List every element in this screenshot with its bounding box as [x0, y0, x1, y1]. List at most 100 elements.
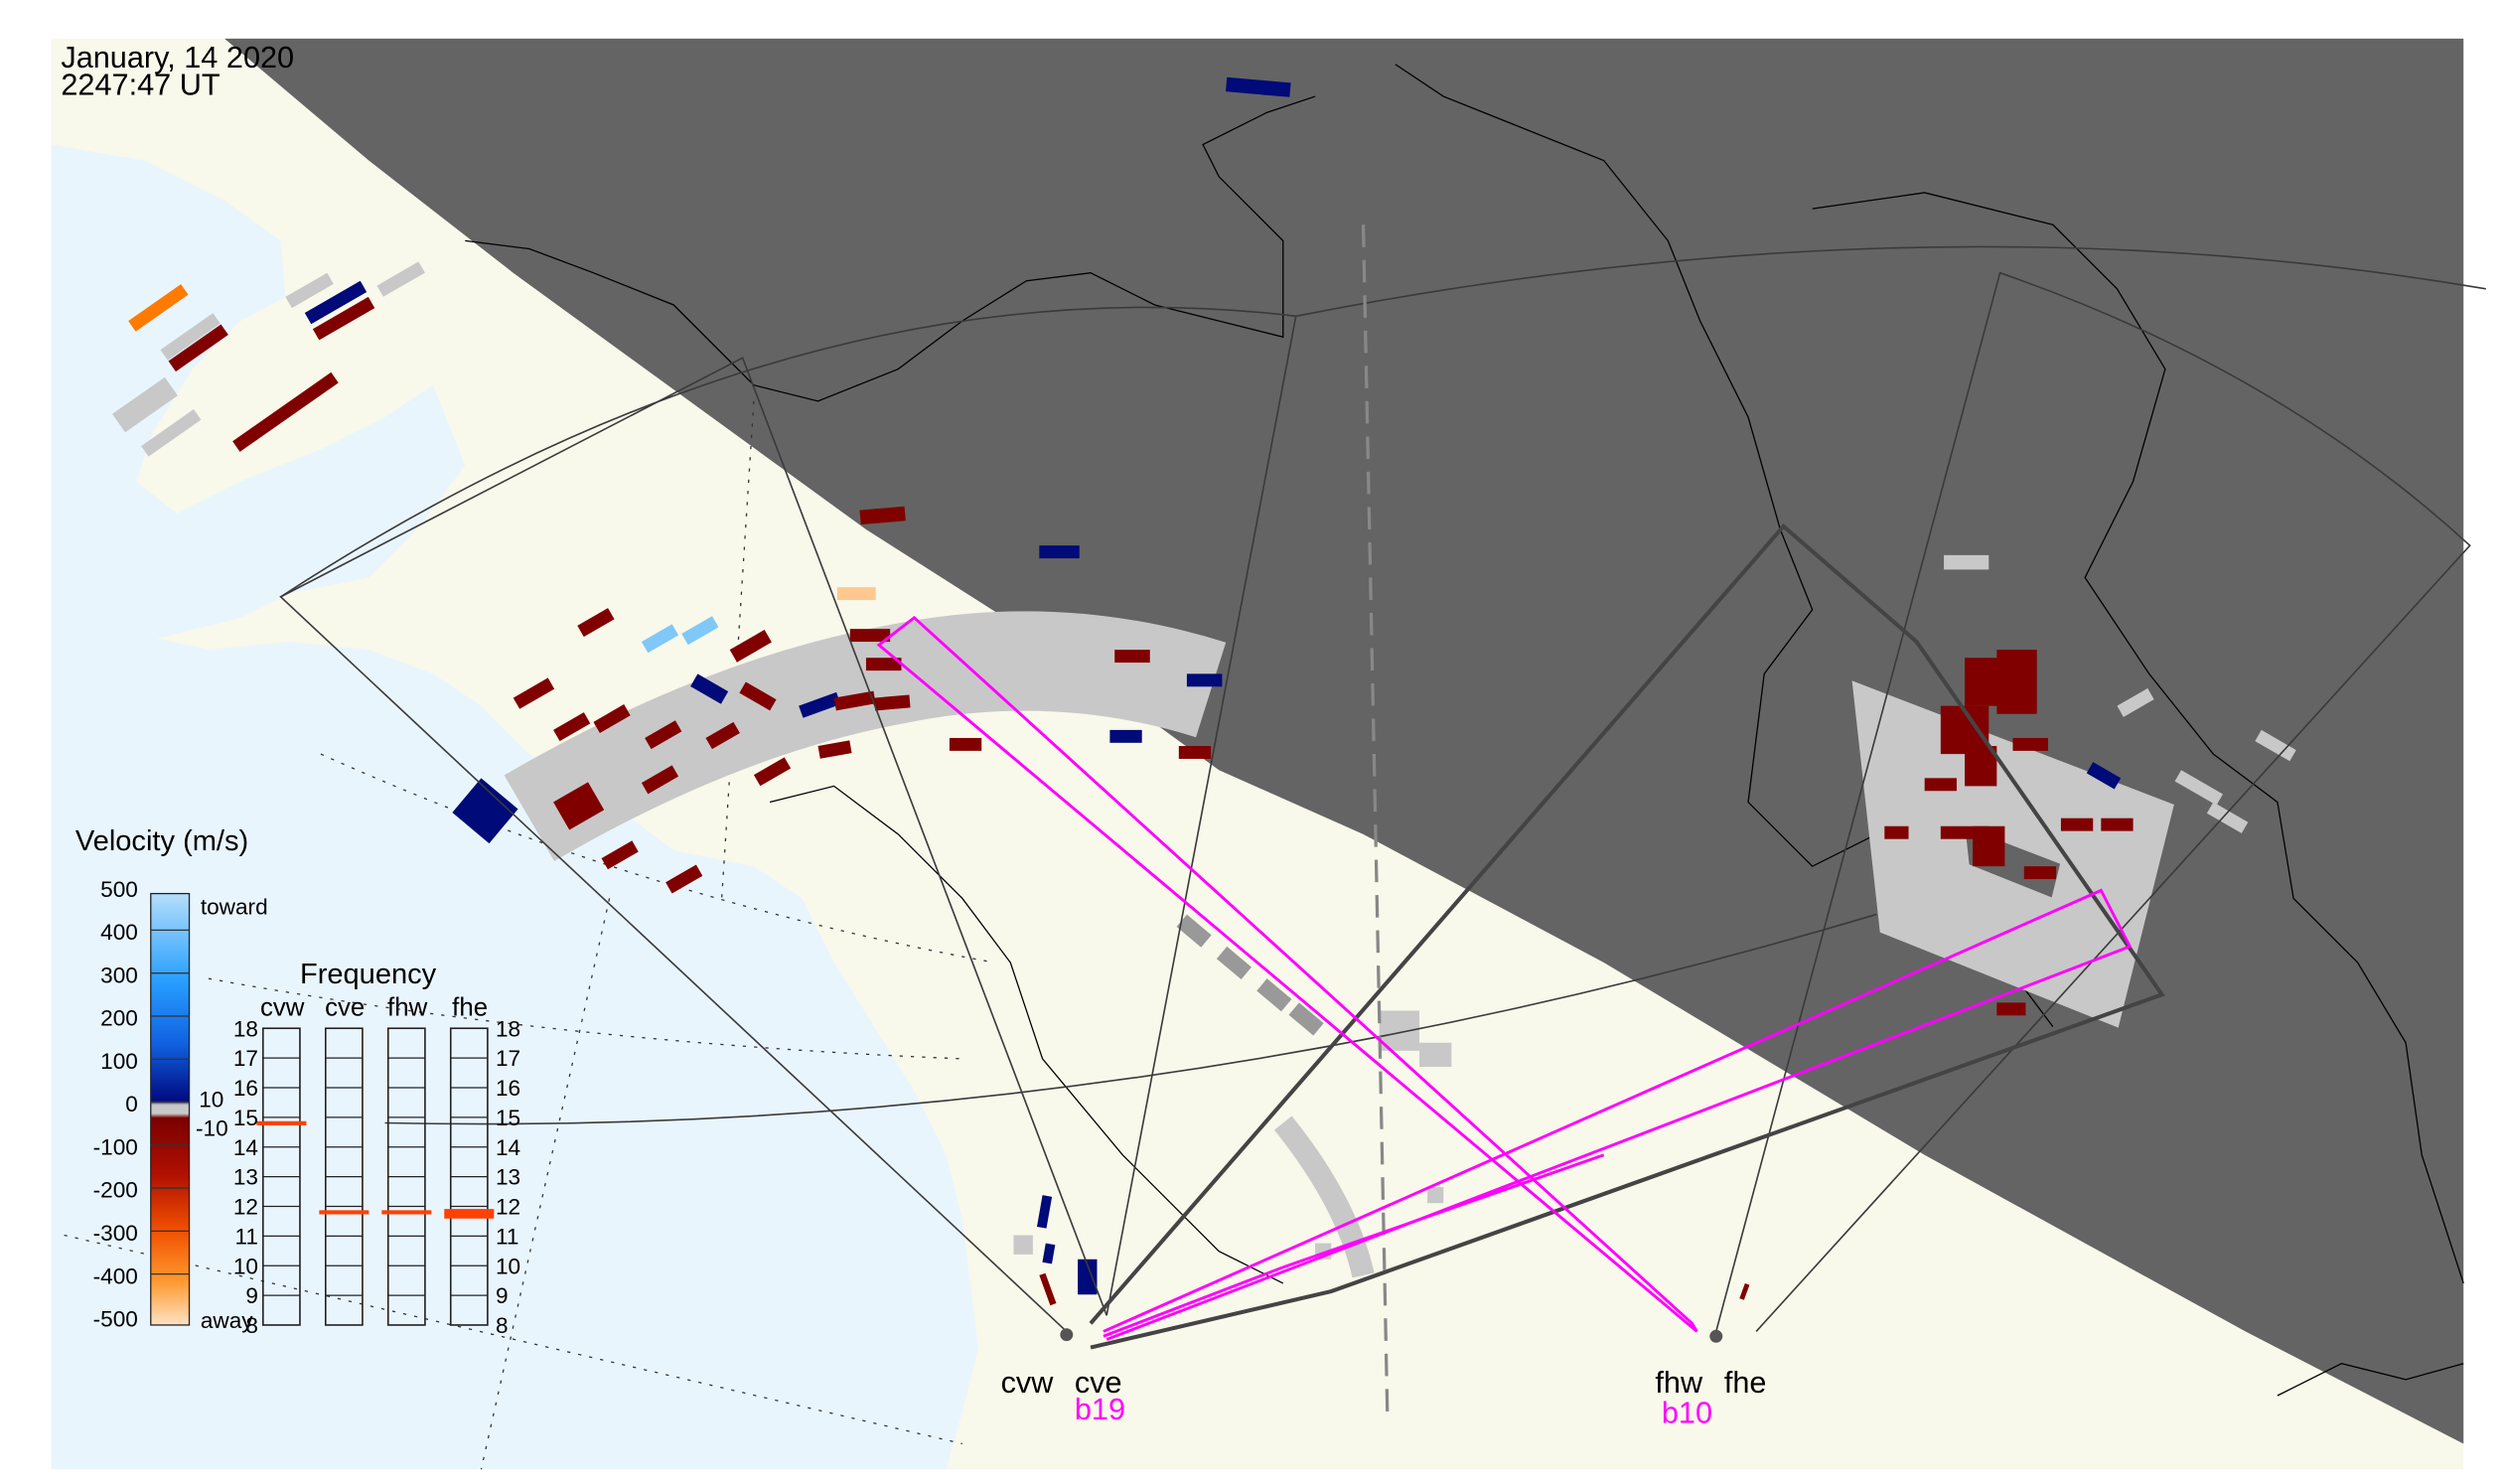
velocity-tick-label: 400 — [100, 920, 138, 945]
scatter-cell — [1996, 650, 2037, 714]
cve-label: cve — [1075, 1365, 1122, 1400]
scatter-cell — [1739, 1282, 1750, 1300]
frequency-tick-right: 11 — [496, 1224, 518, 1249]
frequency-tick-left: 18 — [233, 1016, 258, 1041]
scatter-cell — [160, 313, 221, 361]
scatter-cell — [1924, 778, 1957, 792]
time-label: 2247:47 UT — [61, 67, 221, 101]
night-shadow — [224, 38, 2464, 1444]
radar-fields-of-view — [279, 245, 2486, 1333]
frequency-tick-left: 15 — [233, 1106, 258, 1130]
velocity-tick-label: 0 — [125, 1092, 138, 1116]
velocity-tick-label: -200 — [93, 1178, 138, 1203]
scatter-cell — [1039, 545, 1080, 559]
scatter-cell — [141, 409, 202, 457]
frequency-tick-right: 13 — [496, 1165, 520, 1190]
scatter-cell — [112, 376, 178, 433]
scatter-cell — [232, 371, 339, 452]
velocity-colorbar: Velocity (m/s) 5004003002001000-100-200-… — [75, 825, 268, 1333]
scatter-cell — [874, 694, 911, 711]
scatter-cell — [312, 296, 375, 341]
frequency-tick-right: 17 — [496, 1046, 520, 1071]
scatter-cell — [513, 677, 555, 709]
scatter-cell — [1226, 76, 1291, 97]
scatter-cell — [2255, 729, 2296, 762]
frequency-tick-right: 12 — [496, 1195, 520, 1220]
scatter-cell — [577, 608, 615, 638]
away-label: away — [201, 1308, 253, 1333]
minus-10-label: -10 — [196, 1115, 228, 1140]
scatter-cell — [1186, 673, 1223, 687]
cvw-label: cvw — [1001, 1365, 1055, 1400]
scatter-cell — [452, 778, 518, 844]
scatter-cell — [817, 740, 852, 759]
frequency-radar-label: cve — [325, 993, 365, 1021]
toward-label: toward — [201, 895, 268, 920]
fhw-label: fhw — [1655, 1365, 1703, 1400]
scatter-cell — [705, 721, 740, 750]
scatter-cell — [553, 782, 605, 830]
scatter-cell — [2206, 802, 2249, 833]
scatter-cell — [1176, 914, 1212, 948]
scatter-cell — [1078, 1259, 1098, 1295]
frequency-tick-left: 10 — [233, 1254, 258, 1278]
fh-site-marker — [1709, 1329, 1723, 1343]
velocity-tick-label: 200 — [100, 1006, 138, 1031]
beam-b10 — [876, 615, 1698, 1333]
scatter-cell — [2012, 737, 2049, 751]
frequency-title: Frequency — [300, 959, 437, 990]
frequency-tick-left: 17 — [233, 1046, 258, 1071]
frequency-tick-right: 14 — [496, 1135, 520, 1160]
scatter-cell — [2174, 770, 2224, 806]
velocity-tick-label: -100 — [93, 1134, 138, 1159]
velocity-legend-title: Velocity (m/s) — [75, 825, 248, 857]
scatter-cell — [1216, 946, 1252, 980]
scatter-cell — [553, 712, 591, 742]
scatter-cell — [2023, 866, 2057, 880]
frequency-tick-right: 15 — [496, 1106, 520, 1130]
scatter-cell — [1419, 1042, 1452, 1067]
b10-label: b10 — [1662, 1395, 1712, 1429]
frequency-tick-left: 13 — [233, 1165, 258, 1190]
scatter-cell — [1884, 825, 1909, 839]
scatter-cell — [1042, 1243, 1056, 1264]
plus-10-label: 10 — [199, 1087, 223, 1112]
scatter-cell — [1996, 1002, 2026, 1016]
velocity-tick-label: 300 — [100, 963, 138, 987]
b19-label: b19 — [1075, 1392, 1125, 1426]
frequency-tick-right: 9 — [496, 1283, 509, 1308]
frequency-tick-right: 18 — [496, 1016, 520, 1041]
scatter-cell — [1013, 1235, 1033, 1255]
fhe-label: fhe — [1724, 1365, 1767, 1400]
scatter-cell — [681, 616, 719, 646]
map-area — [51, 38, 2486, 1470]
scatter-cell — [1944, 554, 1989, 570]
scatter-cell — [833, 690, 876, 711]
meridian-dashed — [1361, 224, 1390, 1412]
scatter-cell — [665, 864, 703, 894]
fort-hays-fov-outline — [1089, 522, 2165, 1350]
frequency-tick-left: 12 — [233, 1195, 258, 1220]
frequency-tick-left: 9 — [245, 1283, 258, 1308]
cv-site-marker — [1060, 1328, 1074, 1342]
scatter-cell — [2086, 762, 2122, 790]
scatter-cell — [690, 673, 729, 704]
scatter-cell — [376, 261, 425, 297]
frequency-tick-left: 14 — [233, 1135, 258, 1160]
beam-b19 — [1103, 888, 2133, 1341]
colorbar-gradient — [150, 892, 191, 1326]
frequency-radar-label: cvw — [260, 993, 305, 1021]
scatter-cell — [1973, 825, 2005, 867]
scatter-cell — [168, 324, 228, 372]
scatter-cell — [1256, 978, 1292, 1012]
scatter-cell — [1109, 729, 1142, 743]
velocity-tick-label: 100 — [100, 1049, 138, 1074]
frequency-tick-left: 8 — [245, 1313, 258, 1338]
scatter-cell — [1288, 1002, 1324, 1036]
scatter-cell — [799, 691, 841, 718]
frequency-tick-right: 10 — [496, 1254, 520, 1278]
scatter-cell — [1036, 1195, 1053, 1229]
scatter-cell — [304, 280, 368, 325]
scatter-cell — [1039, 1272, 1057, 1306]
